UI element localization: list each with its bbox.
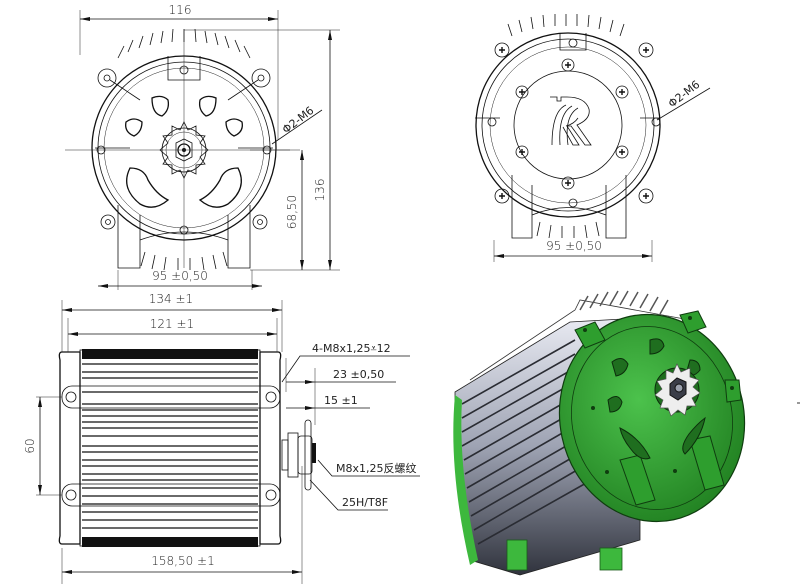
front-view: 116 136 68,50 95 ±0,50 Φ2-M6 [65, 3, 340, 290]
brand-logo-icon [550, 96, 592, 146]
callout-shaft-thread: M8x1,25反螺纹 [336, 461, 417, 475]
callout-mount-hole-rear: Φ2-M6 [666, 78, 702, 110]
isometric-sprocket-icon [654, 363, 701, 417]
dim-sprocket-offset: 23 ±0,50 [333, 368, 384, 381]
callout-tapped-holes: 4-M8x1,25⩡12 [312, 342, 391, 355]
dim-center-height: 68,50 [285, 195, 299, 229]
callout-sprocket-spec: 25H/T8F [342, 496, 388, 509]
isometric-render [453, 290, 746, 576]
rear-view: R 95 ±0,50 Φ2-M6 [475, 14, 711, 262]
dim-foot-span-front: 95 ±0,50 [152, 269, 208, 283]
dim-overall-length: 158,50 ±1 [151, 554, 215, 568]
dim-shaft-offset: 15 ±1 [324, 394, 358, 407]
side-view: 134 ±1 121 ±1 158,50 ±1 60 4-M8x1,25⩡12 … [23, 292, 420, 584]
dim-body-length: 134 ±1 [149, 292, 193, 306]
callout-mount-hole-front: Φ2-M6 [280, 104, 316, 136]
dim-overall-height: 136 [313, 179, 327, 202]
dim-fin-length: 121 ±1 [150, 317, 194, 331]
dim-hole-spacing: 60 [23, 438, 37, 453]
dim-foot-span-rear: 95 ±0,50 [546, 239, 602, 253]
dim-overall-width: 116 [169, 3, 192, 17]
screw-icons [494, 42, 654, 204]
